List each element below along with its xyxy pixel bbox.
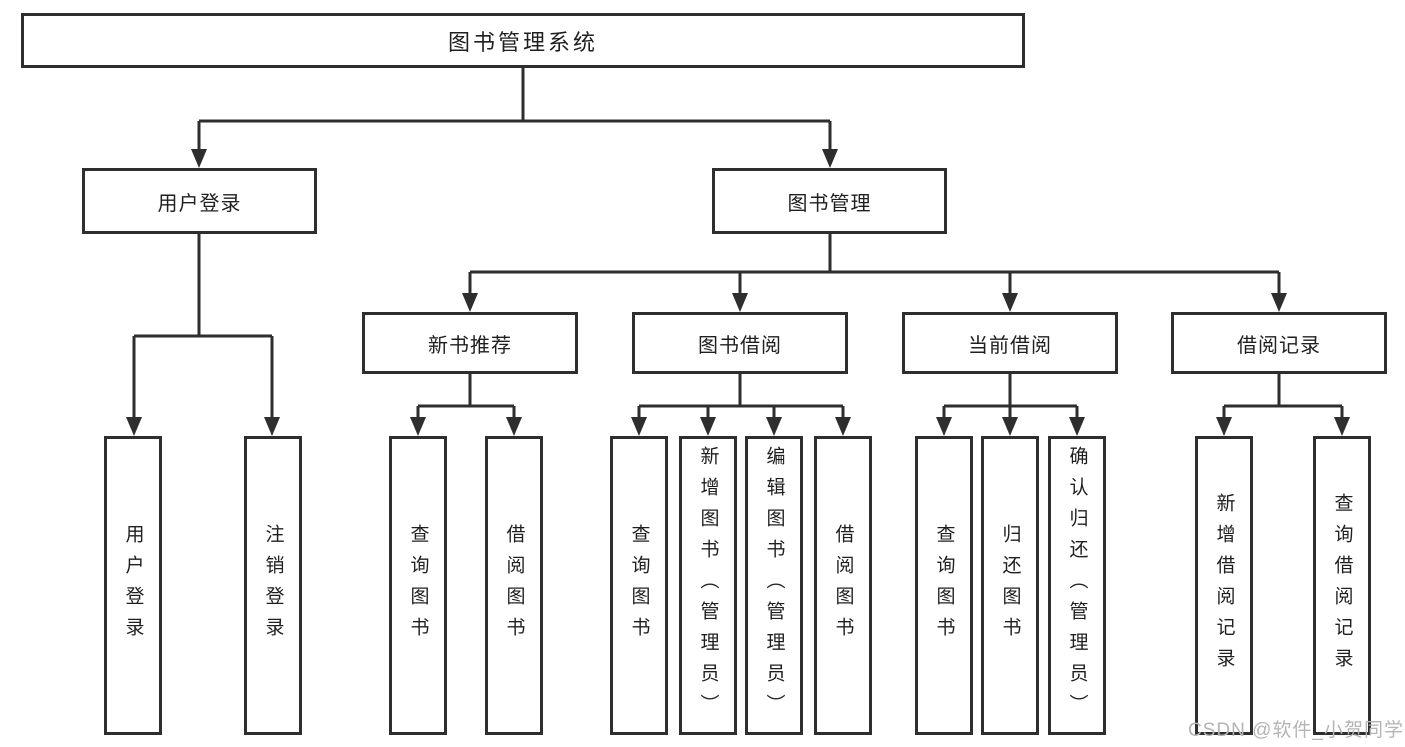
csdn-watermark: CSDN @软件_小贺同学 (1188, 720, 1404, 741)
leaf-query-books-current: 查询图书 (915, 436, 973, 735)
leaf-query-borrow-record: 查询借阅记录 (1313, 436, 1371, 735)
node-current-borrow: 当前借阅 (902, 312, 1118, 374)
leaf-return-books: 归还图书 (981, 436, 1039, 735)
node-book-management: 图书管理 (712, 168, 947, 234)
leaf-borrow-books-recommend: 借阅图书 (485, 436, 543, 735)
arrowhead-icons (126, 149, 1350, 436)
node-library-system: 图书管理系统 (21, 13, 1025, 68)
leaf-add-books-admin: 新增图书（管理员） (679, 436, 737, 735)
node-user-login: 用户登录 (82, 168, 317, 234)
leaf-user-login: 用户登录 (104, 436, 162, 735)
leaf-edit-books-admin: 编辑图书（管理员） (745, 436, 803, 735)
leaf-query-books-recommend: 查询图书 (389, 436, 447, 735)
leaf-logout-login: 注销登录 (244, 436, 302, 735)
leaf-confirm-return-admin: 确认归还（管理员） (1048, 436, 1106, 735)
leaf-borrow-books: 借阅图书 (814, 436, 872, 735)
leaf-add-borrow-record: 新增借阅记录 (1195, 436, 1253, 735)
connector-edges (132, 68, 1344, 418)
leaf-query-books-borrow: 查询图书 (610, 436, 668, 735)
node-new-book-recommend: 新书推荐 (362, 312, 578, 374)
node-borrow-records: 借阅记录 (1171, 312, 1387, 374)
node-book-borrow: 图书借阅 (632, 312, 848, 374)
